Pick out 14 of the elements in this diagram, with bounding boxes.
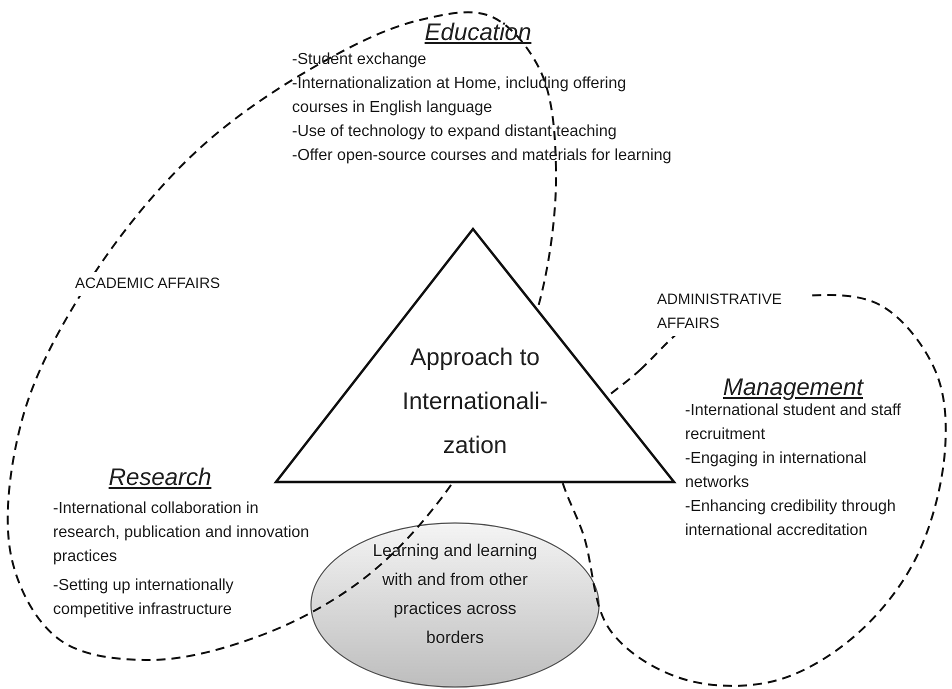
bullet-text: -Use of technology to expand distant teaching [292,122,618,142]
bullet-text: -Internationalization at Home, including offering courses in English language [292,74,628,118]
bullet-text: -International collaboration in research, publication and innovation practices [53,499,310,567]
section-heading: Research [108,463,212,493]
section-heading: Management [722,373,864,403]
bullet-text: -International student and staff recruitment [685,401,902,445]
bullet-text: -Engaging in international networks [685,449,868,493]
bullet-text: -Offer open-source courses and materials for learning [292,146,672,166]
ellipse-label: Learning and learning with and from other practices across borders [372,540,538,649]
triangle-label: Approach to Internationali- zation [401,343,549,461]
bullet-text: -Enhancing credibility through international accreditation [685,497,897,541]
bullet-text: -Setting up internationally competitive infrastructure [53,576,235,620]
section-heading: Education [424,18,532,48]
bullet-text: -Student exchange [292,50,428,70]
